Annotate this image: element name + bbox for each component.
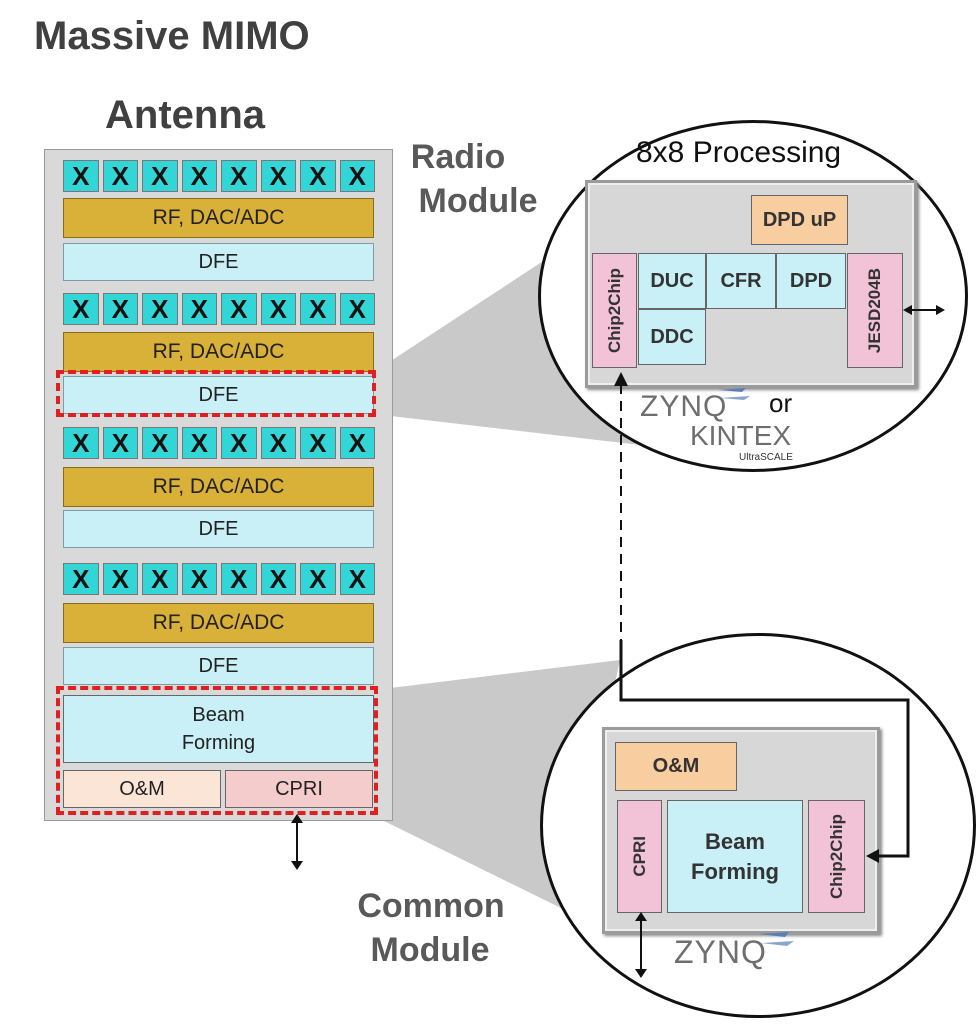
antenna-element: X [221, 160, 257, 192]
chip2chip-radio-block: Chip2Chip [592, 253, 637, 368]
beam-forming-common-line1: Beam [705, 828, 765, 854]
dpd-up-block: DPD uP [751, 195, 848, 245]
ddc-block: DDC [638, 309, 706, 365]
beam-forming-common-block: Beam Forming [667, 800, 803, 913]
antenna-element: X [339, 563, 375, 595]
antenna-element: X [260, 160, 296, 192]
antenna-element: X [102, 427, 138, 459]
antenna-element: X [63, 563, 99, 595]
chip2chip-common-block: Chip2Chip [808, 800, 865, 913]
dfe-block-2: DFE [63, 376, 374, 414]
antenna-element: X [102, 563, 138, 595]
antenna-row-2: X X X X X X X X [63, 293, 375, 325]
antenna-element: X [142, 293, 178, 325]
om-common-block: O&M [615, 742, 737, 791]
kintex-logo: KINTEX [690, 420, 792, 451]
antenna-element: X [300, 160, 336, 192]
beam-forming-common-line2: Forming [691, 858, 779, 884]
zynq-swoosh-common [759, 932, 794, 946]
dfe-block-3: DFE [63, 510, 374, 548]
antenna-element: X [142, 160, 178, 192]
or-label: or [769, 388, 793, 418]
dpd-block: DPD [776, 253, 846, 309]
zynq-logo-radio: ZYNQ [640, 390, 728, 423]
antenna-element: X [181, 160, 217, 192]
antenna-element: X [260, 563, 296, 595]
beam-forming-label-line2: Forming [181, 732, 256, 754]
rf-block-4: RF, DAC/ADC [63, 603, 374, 643]
antenna-element: X [63, 293, 99, 325]
antenna-io-arrow [291, 814, 303, 870]
dfe-block-4: DFE [63, 647, 374, 685]
antenna-element: X [339, 160, 375, 192]
antenna-element: X [181, 293, 217, 325]
duc-block: DUC [638, 253, 706, 309]
diagram-title: Massive MIMO [34, 14, 310, 58]
radio-module-label-line1: Radio [410, 138, 506, 176]
processing-title: 8x8 Processing [636, 136, 842, 169]
antenna-element: X [300, 427, 336, 459]
antenna-element: X [181, 563, 217, 595]
dfe-highlight [56, 370, 376, 417]
rf-block-2: RF, DAC/ADC [63, 332, 374, 372]
antenna-element: X [142, 427, 178, 459]
antenna-element: X [221, 563, 257, 595]
antenna-element: X [339, 293, 375, 325]
rf-block-1: RF, DAC/ADC [63, 198, 374, 238]
beam-forming-block: Beam Forming [63, 695, 374, 763]
cpri-io-arrow [635, 912, 647, 978]
beam-forming-label-line1: Beam [192, 704, 245, 726]
zynq-swoosh-radio [718, 388, 750, 400]
antenna-element: X [221, 427, 257, 459]
antenna-element: X [142, 563, 178, 595]
antenna-title: Antenna [105, 93, 265, 137]
cpri-block: CPRI [225, 770, 373, 808]
antenna-element: X [102, 293, 138, 325]
antenna-element: X [260, 293, 296, 325]
om-block: O&M [63, 770, 221, 808]
zynq-logo-common: ZYNQ [674, 934, 767, 970]
common-highlight [56, 686, 378, 815]
antenna-element: X [63, 427, 99, 459]
ultrascale-label: UltraSCALE [739, 452, 793, 463]
antenna-element: X [102, 160, 138, 192]
antenna-element: X [221, 293, 257, 325]
antenna-row-4: X X X X X X X X [63, 563, 375, 595]
common-module-label-line2: Module [370, 931, 490, 969]
rf-block-3: RF, DAC/ADC [63, 467, 374, 507]
antenna-row-3: X X X X X X X X [63, 427, 375, 459]
jesd-io-arrow [903, 305, 945, 315]
antenna-element: X [260, 427, 296, 459]
radio-module-label-line2: Module [418, 182, 538, 220]
cfr-block: CFR [706, 253, 776, 309]
jesd204b-block: JESD204B [847, 253, 903, 368]
antenna-element: X [300, 293, 336, 325]
cpri-common-block: CPRI [617, 800, 662, 913]
antenna-row-1: X X X X X X X X [63, 160, 375, 192]
antenna-element: X [63, 160, 99, 192]
antenna-element: X [339, 427, 375, 459]
antenna-element: X [181, 427, 217, 459]
common-module-label-line1: Common [357, 887, 505, 925]
dfe-block-1: DFE [63, 243, 374, 281]
antenna-element: X [300, 563, 336, 595]
